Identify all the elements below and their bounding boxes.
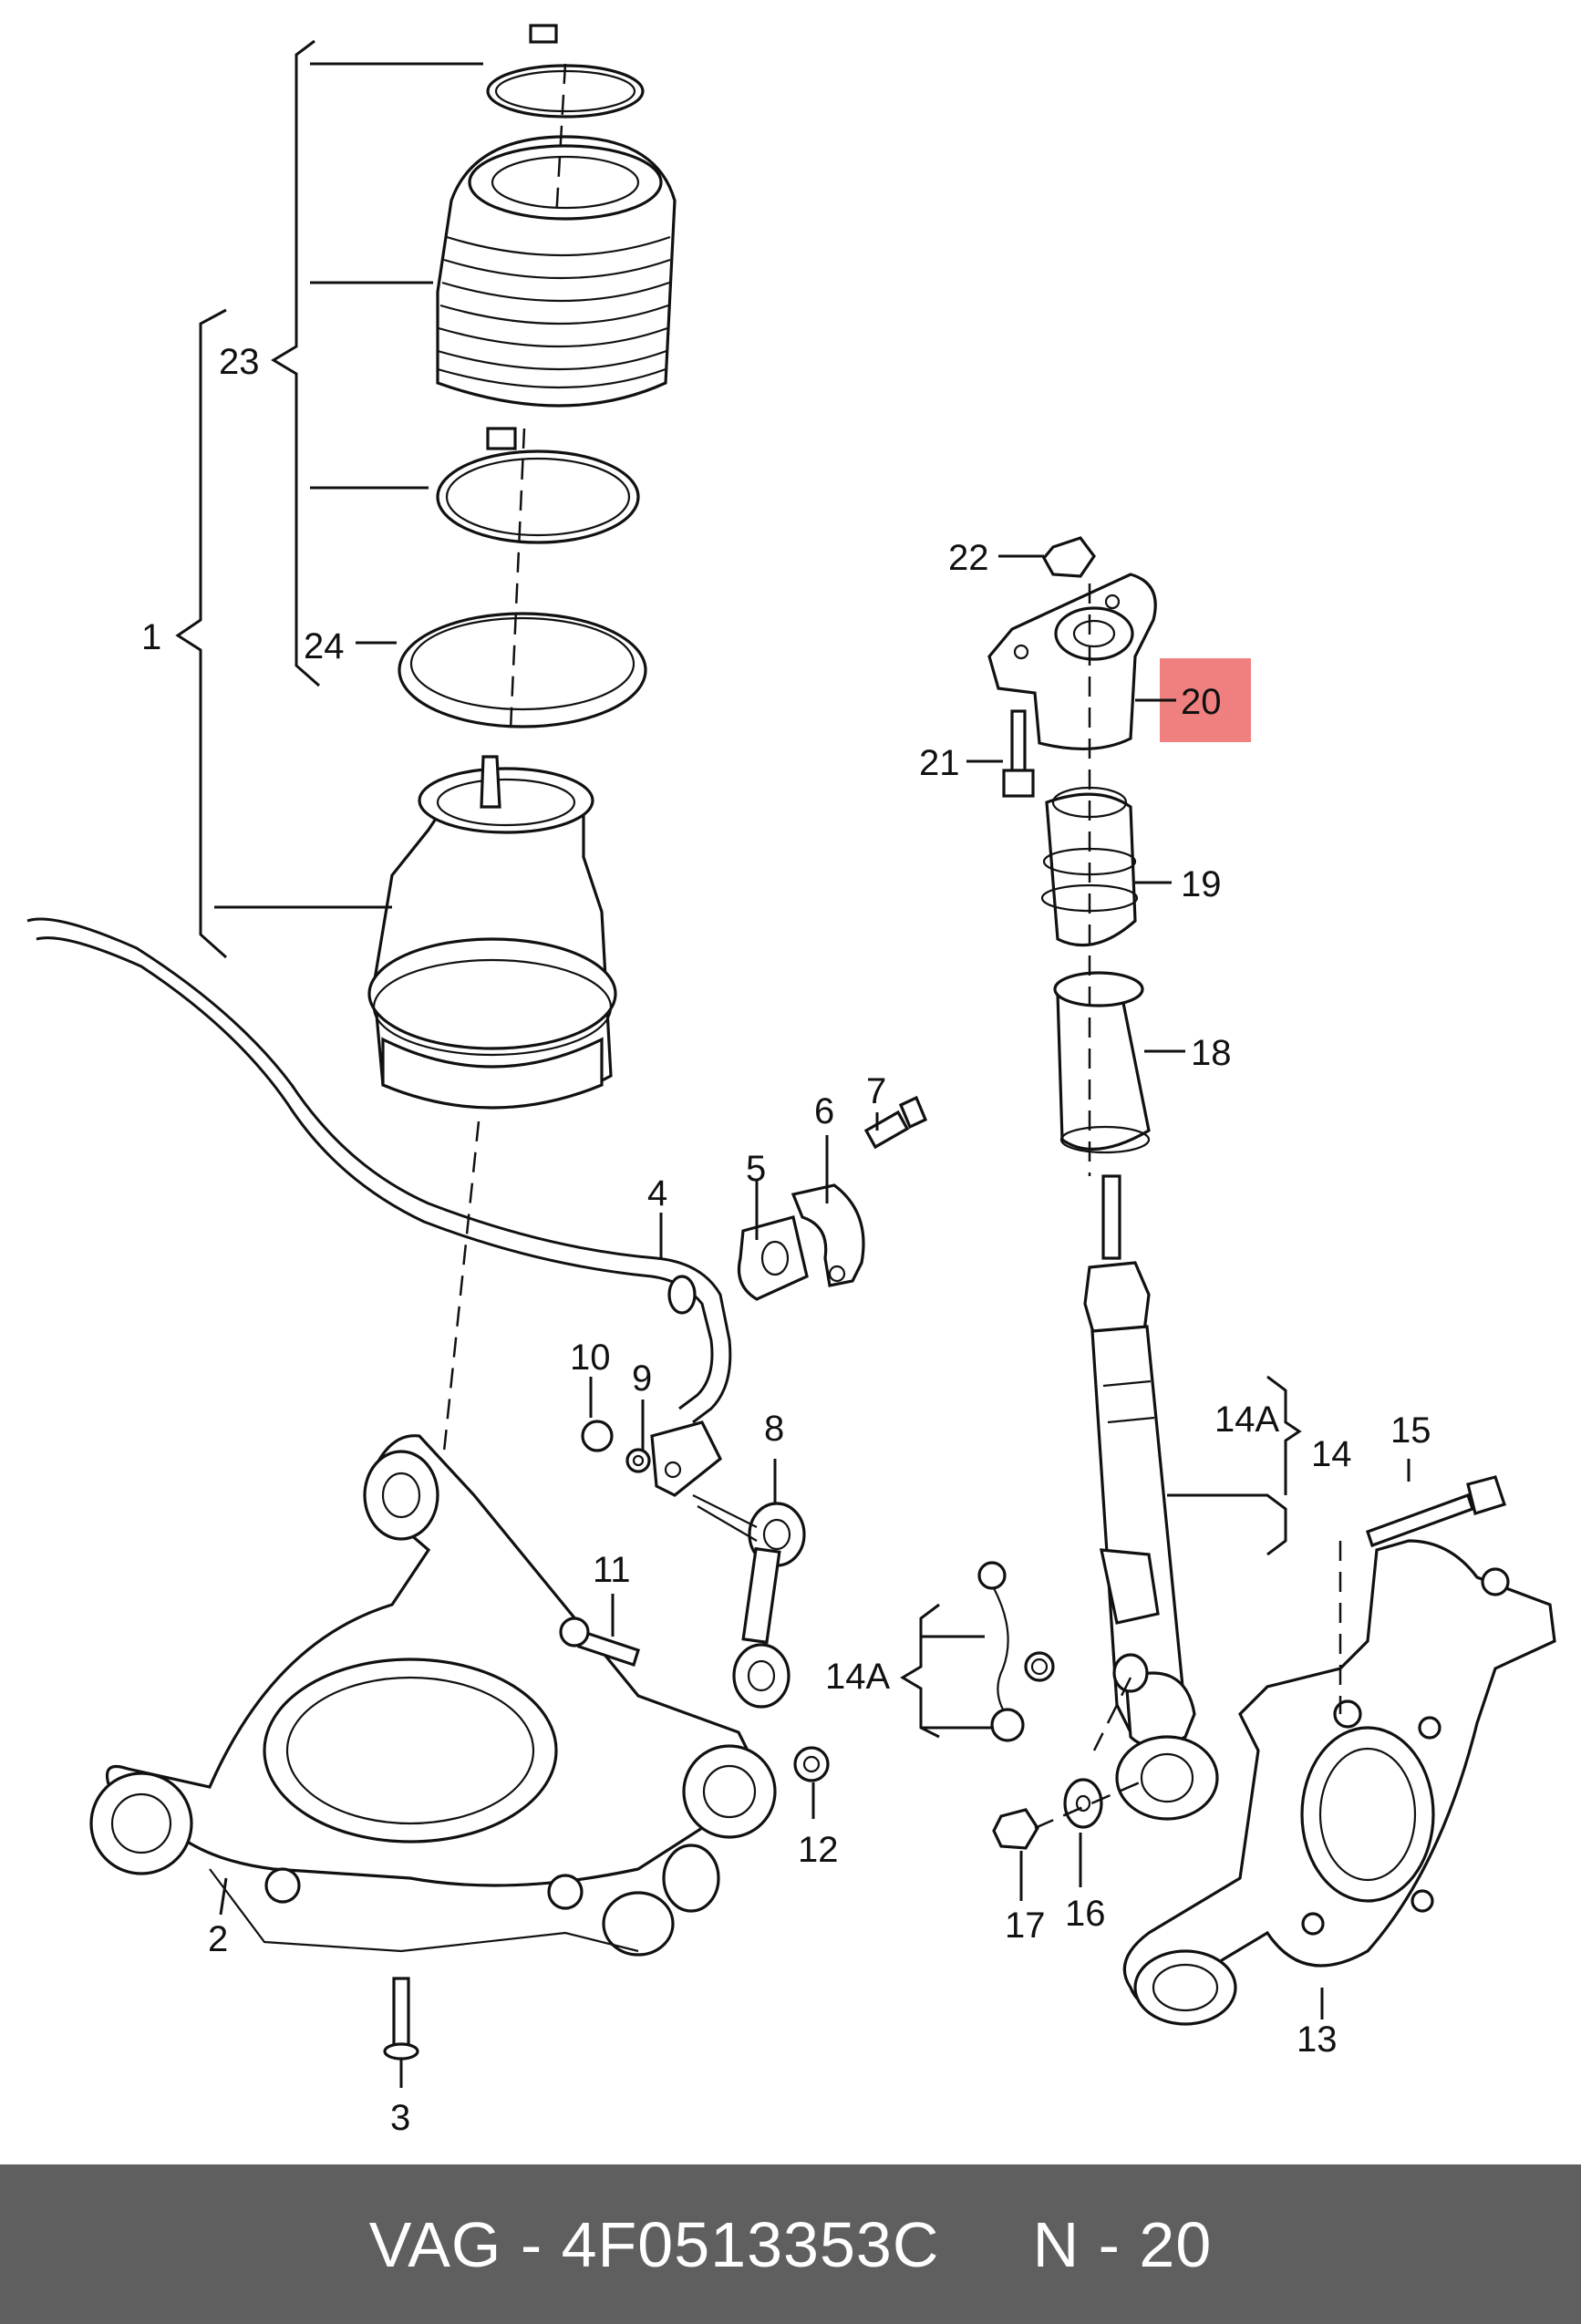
subframe-control-arm — [89, 1434, 830, 2061]
callout-3: 3 — [390, 2098, 410, 2138]
sensor-bracket-parts — [977, 1561, 1141, 1850]
callout-11: 11 — [593, 1550, 631, 1590]
callout-12: 12 — [798, 1830, 839, 1870]
callout-1: 1 — [141, 617, 161, 657]
callout-4: 4 — [647, 1173, 667, 1214]
callout-18: 18 — [1191, 1033, 1232, 1073]
callout-2: 2 — [208, 1919, 228, 1959]
callout-14a-left: 14A — [825, 1657, 890, 1697]
callout-23: 23 — [219, 342, 260, 382]
callout-14a-upper: 14A — [1214, 1400, 1279, 1440]
callout-21: 21 — [919, 743, 960, 783]
footer-brand: VAG — [368, 2208, 502, 2280]
callout-16: 16 — [1065, 1894, 1106, 1934]
callout-8: 8 — [764, 1409, 784, 1449]
callout-6: 6 — [814, 1091, 834, 1131]
leader-lines-right — [900, 554, 1410, 2019]
footer-text: VAG - 4F0513353C N - 20 — [368, 2208, 1213, 2280]
callout-15: 15 — [1390, 1410, 1431, 1451]
callout-13: 13 — [1297, 2019, 1338, 2060]
bracket-lines-left — [175, 39, 483, 959]
callout-10: 10 — [570, 1338, 611, 1378]
callout-22: 22 — [948, 538, 989, 578]
shock-absorber-column — [987, 536, 1219, 1821]
footer-position: N - 20 — [1032, 2208, 1213, 2280]
exploded-parts-diagram: 1 2 3 4 5 6 7 8 9 10 11 12 13 14 14A 14A… — [26, 24, 1556, 2138]
callout-17: 17 — [1005, 1906, 1046, 1946]
leader-lines-left — [219, 1112, 879, 2088]
callout-labels: 1 2 3 4 5 6 7 8 9 10 11 12 13 14 14A 14A… — [141, 342, 1431, 2138]
stabilizer-bar — [26, 917, 732, 1497]
callout-19: 19 — [1181, 864, 1222, 904]
coupling-rod — [581, 1420, 806, 1709]
callout-5: 5 — [746, 1149, 766, 1189]
wheel-bearing-housing — [1122, 1475, 1556, 2026]
footer-part-number: 4F0513353C — [561, 2208, 940, 2280]
callout-7: 7 — [866, 1071, 886, 1111]
callout-24: 24 — [304, 626, 345, 666]
air-spring-assembly — [367, 24, 677, 1861]
callout-9: 9 — [632, 1358, 652, 1399]
callout-14: 14 — [1311, 1434, 1352, 1474]
part-number-footer: VAG - 4F0513353C N - 20 — [0, 2164, 1581, 2324]
callout-20: 20 — [1181, 682, 1222, 722]
